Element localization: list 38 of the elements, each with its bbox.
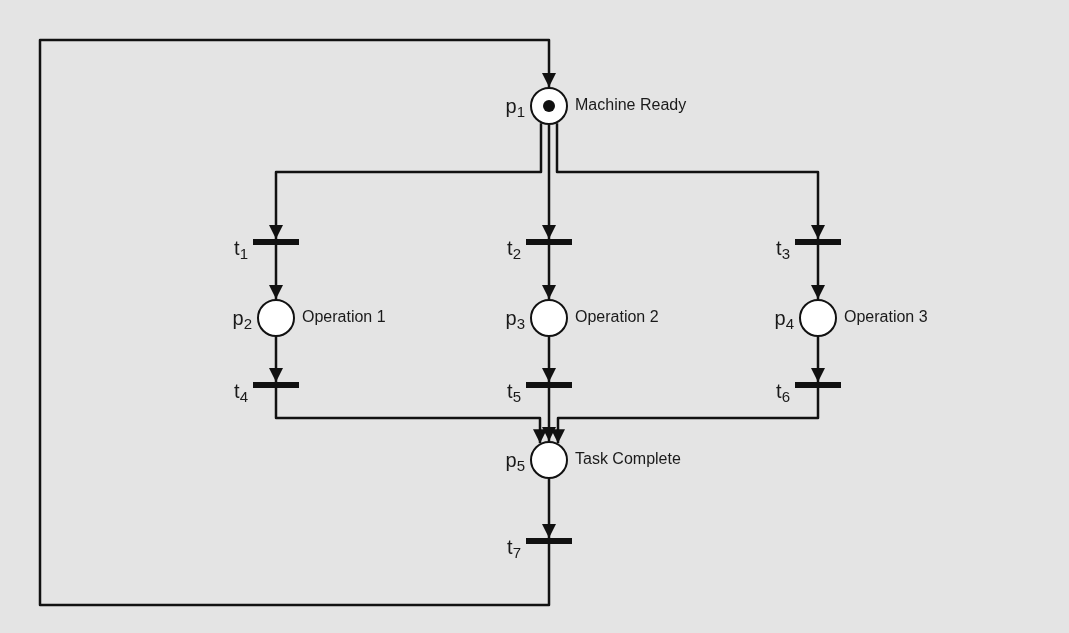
transition-bar [795,239,841,245]
node-id-label: t$_{7}$ [507,537,521,557]
node-name-label: Task Complete [575,451,681,467]
node-id-label: t$_{1}$ [234,238,248,258]
arrow [269,245,283,299]
node-id-label: p$_{2}$ [232,308,252,328]
arrow [38,38,556,607]
transition-bar [526,382,572,388]
transition-bar [253,382,299,388]
arrow [551,388,820,444]
arrow [542,479,556,538]
node-id-label: t$_{6}$ [776,381,790,401]
transition-bar [526,538,572,544]
arrow [811,337,825,382]
node-id-label: t$_{4}$ [234,381,248,401]
node-id-label: p$_{1}$ [505,96,525,116]
arrow [542,388,556,441]
node-id-label: t$_{2}$ [507,238,521,258]
transition-bar [526,239,572,245]
transition-bar [253,239,299,245]
transition-bar [795,382,841,388]
arrow [811,245,825,299]
arrow [542,125,556,239]
arrow [542,245,556,299]
node-id-label: p$_{3}$ [505,308,525,328]
arrow [269,123,543,239]
node-name-label: Machine Ready [575,97,687,113]
node-id-label: p$_{4}$ [774,308,794,328]
arrow [555,123,825,239]
arrow [269,337,283,382]
node-name-label: Operation 2 [575,309,659,325]
node-name-label: Operation 3 [844,309,928,325]
node-id-label: p$_{5}$ [505,450,525,470]
node-name-label: Operation 1 [302,309,386,325]
node-id-label: t$_{5}$ [507,381,521,401]
arrow [274,388,547,444]
node-id-label: t$_{3}$ [776,238,790,258]
arrow [542,337,556,382]
